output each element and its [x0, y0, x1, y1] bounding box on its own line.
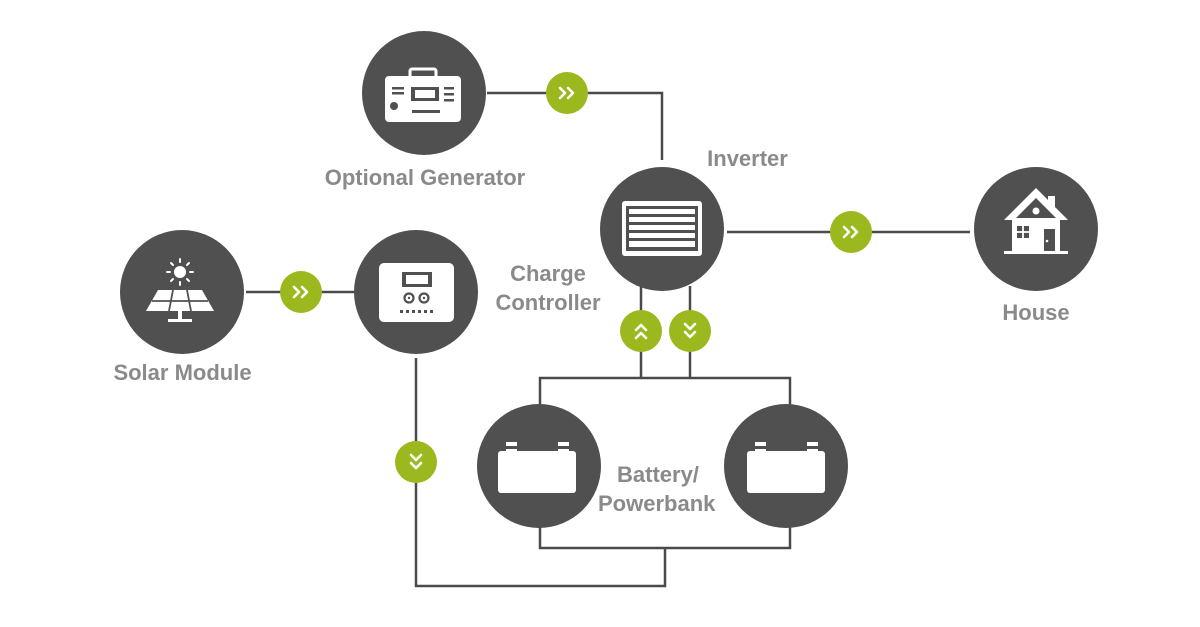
line-generator-inverter	[487, 91, 664, 160]
battery-icon	[498, 442, 576, 493]
inverter-node	[600, 167, 724, 291]
house-node	[974, 167, 1098, 291]
charge-controller-node	[354, 230, 478, 354]
flow-badge-battery-to-inverter	[620, 310, 662, 352]
flow-badge-solar-controller	[280, 271, 322, 313]
solar-module-node	[120, 230, 244, 354]
house-icon	[1004, 188, 1068, 254]
generator-icon	[385, 67, 461, 122]
charge-controller-icon	[379, 263, 454, 322]
battery-node-right	[724, 404, 848, 528]
battery-node-left	[477, 404, 601, 528]
flow-badge-inverter-house	[830, 211, 872, 253]
line-battery-bottom-bus	[538, 518, 792, 550]
label-charge-controller-line1: Charge	[510, 261, 586, 286]
label-inverter: Inverter	[707, 146, 788, 171]
battery-icon	[747, 442, 825, 493]
label-optional-generator: Optional Generator	[324, 165, 526, 190]
label-charge-controller-line2: Controller	[495, 290, 601, 315]
flow-badge-inverter-to-battery	[669, 310, 711, 352]
line-battery-top-bus	[538, 376, 792, 420]
solar-panel-icon	[146, 258, 214, 322]
label-battery-line1: Battery/	[617, 462, 699, 487]
label-solar-module: Solar Module	[113, 360, 252, 385]
generator-node	[362, 31, 486, 155]
label-charge-controller: Charge Controller	[478, 259, 618, 317]
inverter-icon	[622, 201, 702, 256]
label-battery-powerbank: Battery/ Powerbank	[598, 460, 738, 518]
flow-badge-controller-to-battery	[395, 441, 437, 483]
label-battery-line2: Powerbank	[598, 491, 716, 516]
flow-badge-generator-inverter	[546, 72, 588, 114]
label-house: House	[1002, 300, 1070, 325]
